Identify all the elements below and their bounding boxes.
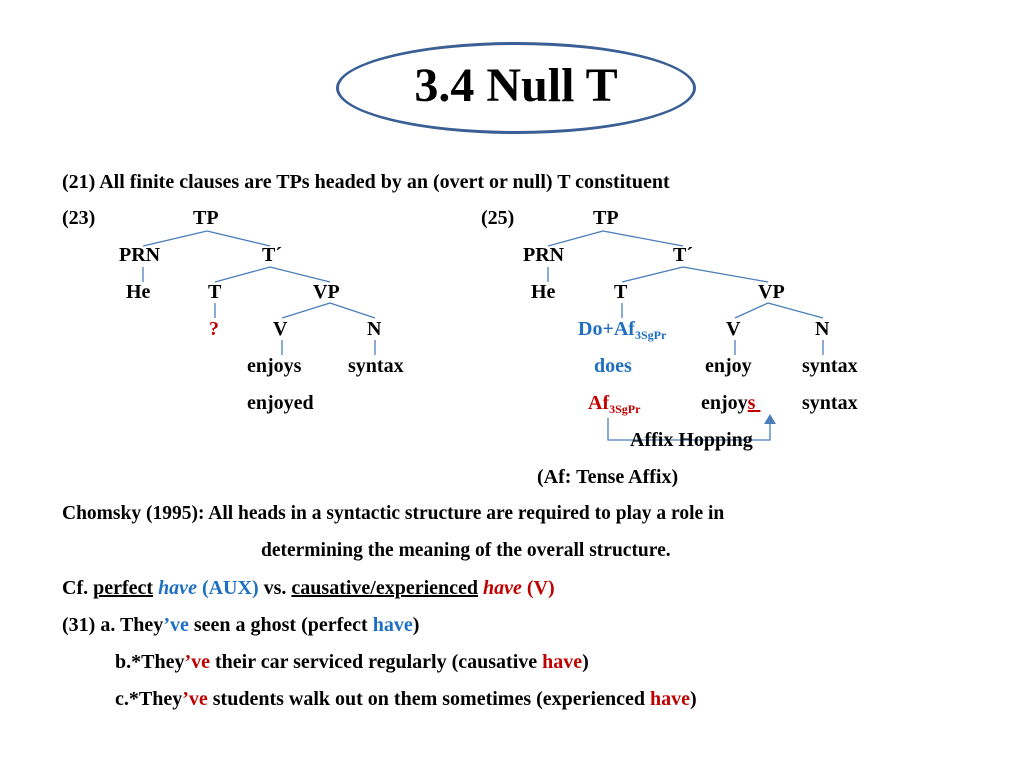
cf-v-label: (V) [526, 577, 555, 599]
node-v-25: V [726, 318, 741, 340]
example-31c: c.*They’ve students walk out on them som… [115, 687, 697, 711]
example-number-23: (23) [62, 207, 96, 229]
node-tbar-23: T´ [262, 244, 282, 266]
node-v-23: V [273, 318, 288, 340]
word-enjoys-25: enjoys [701, 391, 760, 415]
branch-tp-prn-23 [142, 230, 208, 247]
branch-tbar-t-23 [214, 266, 271, 283]
tense-affix-note: (Af: Tense Affix) [537, 466, 679, 488]
af-25: Af3SgPr [588, 391, 640, 421]
cf-aux-label: (AUX) [201, 577, 259, 599]
node-t-25: T [614, 281, 628, 303]
node-tp-25: TP [593, 207, 619, 229]
word-enjoys-23: enjoys [247, 355, 302, 377]
ex31c-have: have [649, 688, 690, 710]
ex31b-end: ) [582, 651, 589, 673]
ex31c-end: ) [689, 688, 697, 710]
example-number-25: (25) [481, 207, 515, 229]
cf-line: Cf. perfect have (AUX) vs. causative/exp… [62, 576, 555, 600]
do-af-subscript: 3SgPr [634, 328, 667, 342]
ex31a-ve: ’ve [163, 614, 189, 636]
node-prn-25: PRN [523, 244, 565, 266]
ex31a-have: have [372, 614, 413, 636]
chomsky-line-1: Chomsky (1995): All heads in a syntactic… [62, 503, 725, 524]
slide-title: 3.4 Null T [414, 59, 618, 112]
cf-perfect: perfect [93, 577, 154, 599]
affix-hopping-arrowhead [764, 414, 776, 424]
ex31b-pre: b.*They [115, 651, 185, 673]
node-vp-23: VP [313, 281, 340, 303]
example-31a: (31) a. They’ve seen a ghost (perfect ha… [62, 613, 419, 637]
ex31a-pre: (31) a. They [62, 614, 164, 636]
ex31c-mid: students walk out on them sometimes (exp… [207, 688, 650, 710]
node-prn-23: PRN [119, 244, 161, 266]
enjoys-stem: enjoy [701, 392, 748, 414]
branch-tbar-t-25 [621, 266, 684, 283]
branch-tbar-vp-23 [269, 266, 331, 283]
null-t-23: ? [209, 318, 219, 340]
word-he-23: He [126, 281, 151, 303]
node-tp-23: TP [193, 207, 219, 229]
node-t-23: T [208, 281, 222, 303]
statement-21: (21) All finite clauses are TPs headed b… [62, 171, 670, 193]
ex31c-pre: c.*They [115, 688, 183, 710]
word-does-25: does [594, 355, 632, 377]
node-tbar-25: T´ [673, 244, 693, 266]
node-vp-25: VP [758, 281, 785, 303]
ex31b-mid: their car serviced regularly (causative [210, 651, 543, 673]
cf-prefix: Cf. [62, 577, 89, 599]
cf-causative: causative/experienced [291, 577, 479, 599]
cf-have-main: have [483, 577, 522, 599]
cf-have-aux: have [158, 577, 197, 599]
word-enjoy-25: enjoy [705, 355, 752, 377]
ex31b-have: have [542, 651, 583, 673]
ex31b-ve: ’ve [184, 651, 211, 673]
af-text: Af [588, 392, 610, 414]
word-syntax-25a: syntax [802, 355, 858, 377]
enjoys-suffix: s [747, 392, 756, 414]
branch-tp-tbar-25 [602, 230, 684, 247]
word-he-25: He [531, 281, 556, 303]
branch-vp-v-25 [734, 302, 769, 319]
branch-vp-n-23 [329, 302, 376, 319]
ex31c-ve: ’ve [182, 688, 208, 710]
node-n-25: N [815, 318, 830, 340]
title-oval [336, 42, 696, 134]
branch-tp-tbar-23 [206, 230, 271, 247]
ex31a-mid: seen a ghost (perfect [188, 614, 373, 636]
ex31a-end: ) [412, 614, 420, 636]
branch-vp-n-25 [767, 302, 824, 319]
branch-tp-prn-25 [547, 230, 604, 247]
word-syntax-25b: syntax [802, 392, 858, 414]
af-subscript: 3SgPr [609, 402, 641, 416]
affix-hopping-arrow-line [607, 418, 771, 441]
branch-vp-v-23 [281, 302, 331, 319]
word-syntax-23: syntax [348, 355, 404, 377]
node-n-23: N [367, 318, 382, 340]
do-af-text: Do+Af [578, 318, 635, 340]
branch-tbar-vp-25 [682, 266, 769, 283]
affix-hopping-label: Affix Hopping [630, 429, 753, 451]
chomsky-line-2: determining the meaning of the overall s… [261, 540, 671, 561]
word-enjoyed-23: enjoyed [247, 392, 314, 414]
cf-vs: vs. [263, 577, 287, 599]
do-af-25: Do+Af3SgPr [578, 317, 666, 347]
example-31b: b.*They’ve their car serviced regularly … [115, 650, 589, 674]
